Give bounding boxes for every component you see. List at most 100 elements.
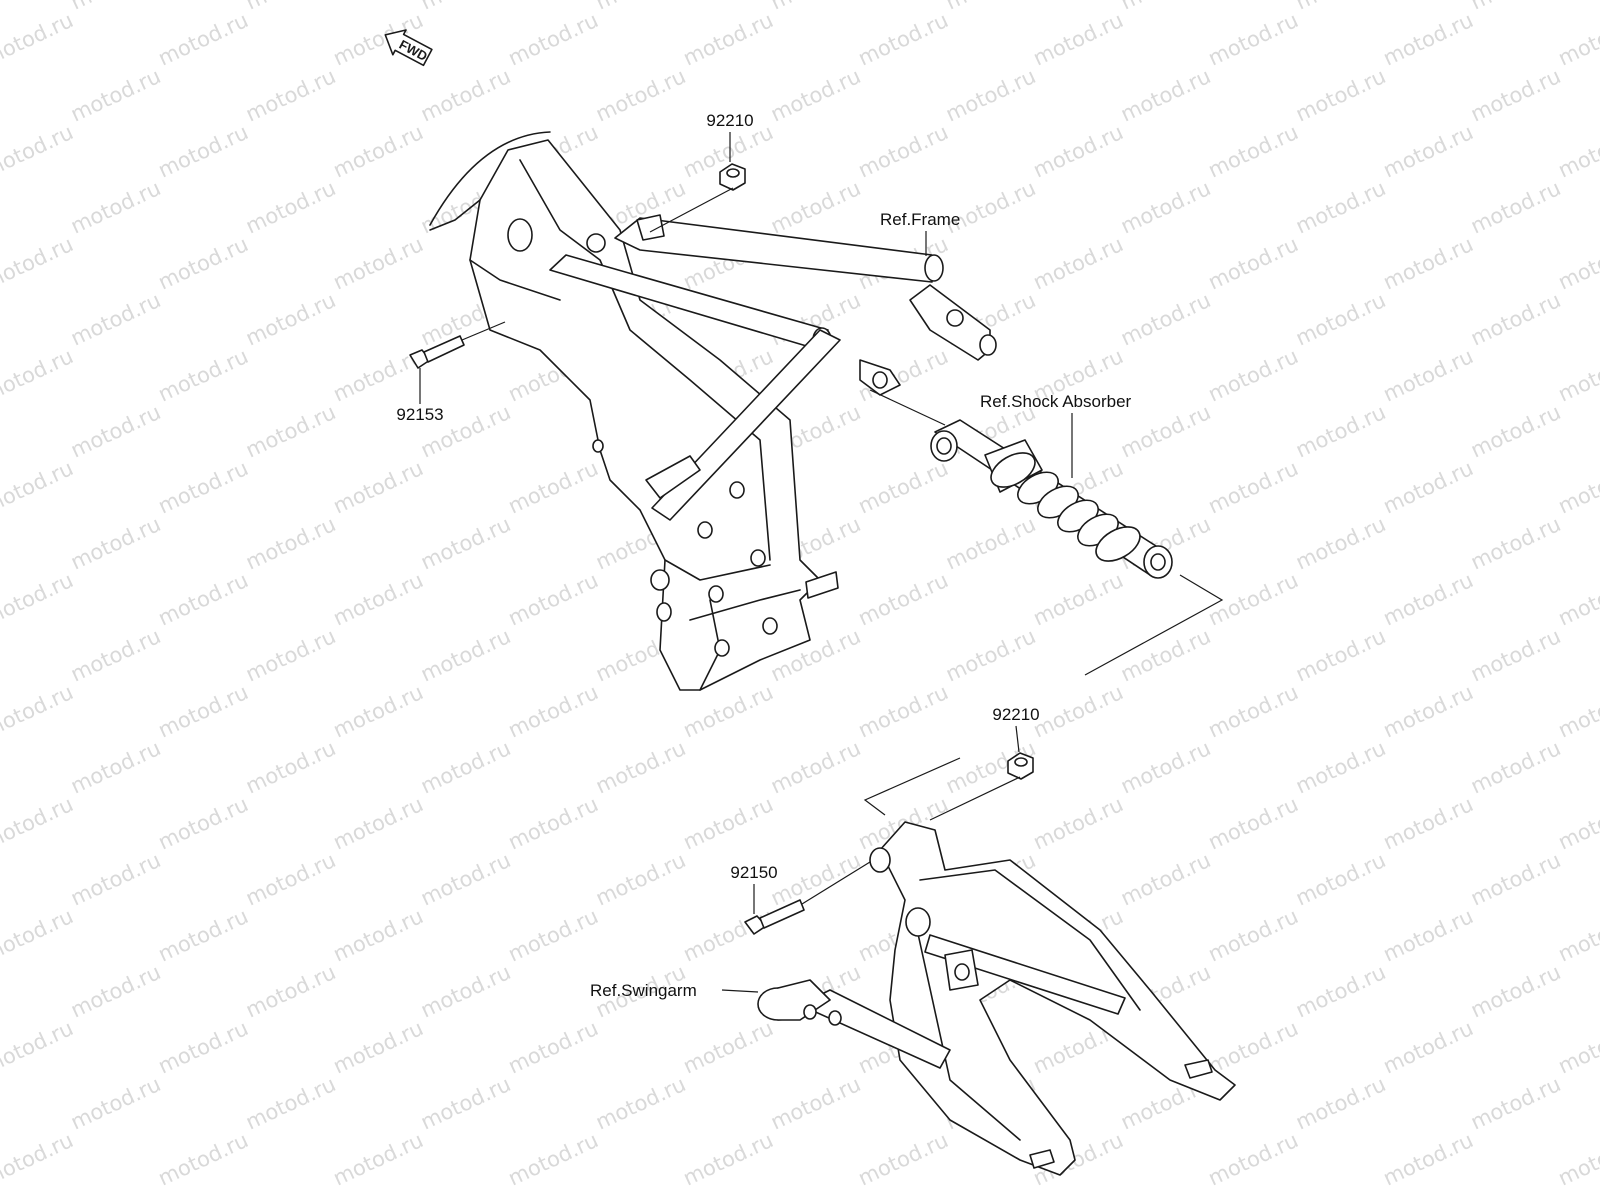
watermark-text: motod.ru — [854, 680, 951, 742]
watermark-text: motod.ru — [1204, 120, 1301, 182]
watermark-text: motod.ru — [854, 1128, 951, 1190]
watermark-text: motod.ru — [942, 0, 1039, 15]
watermark-text: motod.ru — [1379, 456, 1476, 518]
watermark-text: motod.ru — [67, 512, 164, 574]
watermark-text: motod.ru — [1467, 848, 1564, 910]
watermark-text: motod.ru — [1554, 120, 1600, 182]
watermark-text: motod.ru — [1379, 680, 1476, 742]
watermark-text: motod.ru — [1117, 0, 1214, 15]
watermark-text: motod.ru — [154, 680, 251, 742]
watermark-text: motod.ru — [1379, 232, 1476, 294]
watermark-text: motod.ru — [1554, 8, 1600, 70]
watermark-text: motod.ru — [504, 568, 601, 630]
watermark-text: motod.ru — [1292, 736, 1389, 798]
watermark-text: motod.ru — [1467, 512, 1564, 574]
watermark-text: motod.ru — [1554, 456, 1600, 518]
watermark-text: motod.ru — [504, 456, 601, 518]
watermark-text: motod.ru — [329, 456, 426, 518]
watermark-text: motod.ru — [504, 904, 601, 966]
callout-92153: 92153 — [396, 368, 444, 424]
watermark-text: motod.ru — [67, 400, 164, 462]
callout-frame: Ref.Frame — [880, 210, 960, 256]
watermark-text: motod.ru — [242, 512, 339, 574]
watermark-text: motod.ru — [154, 344, 251, 406]
watermark-text: motod.ru — [504, 680, 601, 742]
watermark-text: motod.ru — [1204, 792, 1301, 854]
watermark-text: motod.ru — [242, 736, 339, 798]
callout-92210-top-label: 92210 — [706, 111, 753, 130]
watermark-text: motod.ru — [854, 120, 951, 182]
watermark-text: motod.ru — [1379, 1128, 1476, 1190]
watermark-text: motod.ru — [504, 792, 601, 854]
watermark-text: motod.ru — [242, 848, 339, 910]
watermark-text: motod.ru — [1554, 568, 1600, 630]
watermark-text: motod.ru — [154, 904, 251, 966]
watermark-text: motod.ru — [1292, 0, 1389, 15]
watermark-text: motod.ru — [67, 736, 164, 798]
watermark-text: motod.ru — [942, 64, 1039, 126]
watermark-text: motod.ru — [154, 120, 251, 182]
watermark-text: motod.ru — [1117, 400, 1214, 462]
callout-92150: 92150 — [730, 863, 778, 914]
watermark-text: motod.ru — [242, 176, 339, 238]
watermark-text: motod.ru — [329, 1016, 426, 1078]
callout-swingarm: Ref.Swingarm — [590, 981, 759, 1000]
watermark-text: motod.ru — [0, 456, 77, 518]
watermark-text: motod.ru — [1292, 848, 1389, 910]
watermark-text: motod.ru — [1379, 904, 1476, 966]
watermark-text: motod.ru — [767, 1072, 864, 1134]
watermark-text: motod.ru — [767, 176, 864, 238]
watermark-text: motod.ru — [592, 0, 689, 15]
swingarm-drawing — [757, 757, 1236, 1176]
watermark-text: motod.ru — [242, 64, 339, 126]
watermark-text: motod.ru — [1029, 8, 1126, 70]
watermark-text: motod.ru — [242, 400, 339, 462]
watermark-text: motod.ru — [1379, 1016, 1476, 1078]
watermark-text: motod.ru — [417, 0, 514, 15]
watermark-text: motod.ru — [154, 568, 251, 630]
watermark-text: motod.ru — [679, 904, 776, 966]
watermark-text: motod.ru — [1467, 176, 1564, 238]
watermark-text: motod.ru — [679, 792, 776, 854]
watermark-text: motod.ru — [1292, 288, 1389, 350]
watermark-text: motod.ru — [592, 1072, 689, 1134]
watermark-text: motod.ru — [417, 624, 514, 686]
watermark-text: motod.ru — [67, 176, 164, 238]
watermark-text: motod.ru — [0, 232, 77, 294]
callout-swingarm-label: Ref.Swingarm — [590, 981, 697, 1000]
watermark-text: motod.ru — [679, 1128, 776, 1190]
watermark-text: motod.ru — [1029, 232, 1126, 294]
watermark-text: motod.ru — [329, 904, 426, 966]
watermark-text: motod.ru — [417, 736, 514, 798]
watermark-text: motod.ru — [767, 0, 864, 15]
watermark-text: motod.ru — [1204, 344, 1301, 406]
watermark-text: motod.ru — [1467, 0, 1564, 15]
callout-frame-label: Ref.Frame — [880, 210, 960, 229]
watermark-text: motod.ru — [417, 64, 514, 126]
watermark-text: motod.ru — [942, 624, 1039, 686]
watermark-text: motod.ru — [0, 344, 77, 406]
watermark-text: motod.ru — [1554, 904, 1600, 966]
callout-92150-label: 92150 — [730, 863, 777, 882]
watermark-text: motod.ru — [154, 792, 251, 854]
watermark-text: motod.ru — [1117, 64, 1214, 126]
watermark-text: motod.ru — [1379, 568, 1476, 630]
flange-nut-top — [649, 163, 746, 233]
watermark-text: motod.ru — [1117, 624, 1214, 686]
bolt-bottom — [744, 861, 871, 935]
watermark-text: motod.ru — [1204, 8, 1301, 70]
watermark-text: motod.ru — [592, 848, 689, 910]
watermark-text: motod.ru — [1292, 512, 1389, 574]
watermark-text: motod.ru — [767, 736, 864, 798]
watermark-text: motod.ru — [1554, 1128, 1600, 1190]
watermark-text: motod.ru — [942, 176, 1039, 238]
watermark-text: motod.ru — [1117, 848, 1214, 910]
watermark-text: motod.ru — [854, 568, 951, 630]
watermark-text: motod.ru — [1117, 288, 1214, 350]
watermark-text: motod.ru — [1379, 344, 1476, 406]
watermark-text: motod.ru — [1554, 232, 1600, 294]
callout-92153-label: 92153 — [396, 405, 443, 424]
watermark-text: motod.ru — [504, 8, 601, 70]
watermark-text: motod.ru — [1204, 680, 1301, 742]
watermark-text: motod.ru — [154, 1016, 251, 1078]
